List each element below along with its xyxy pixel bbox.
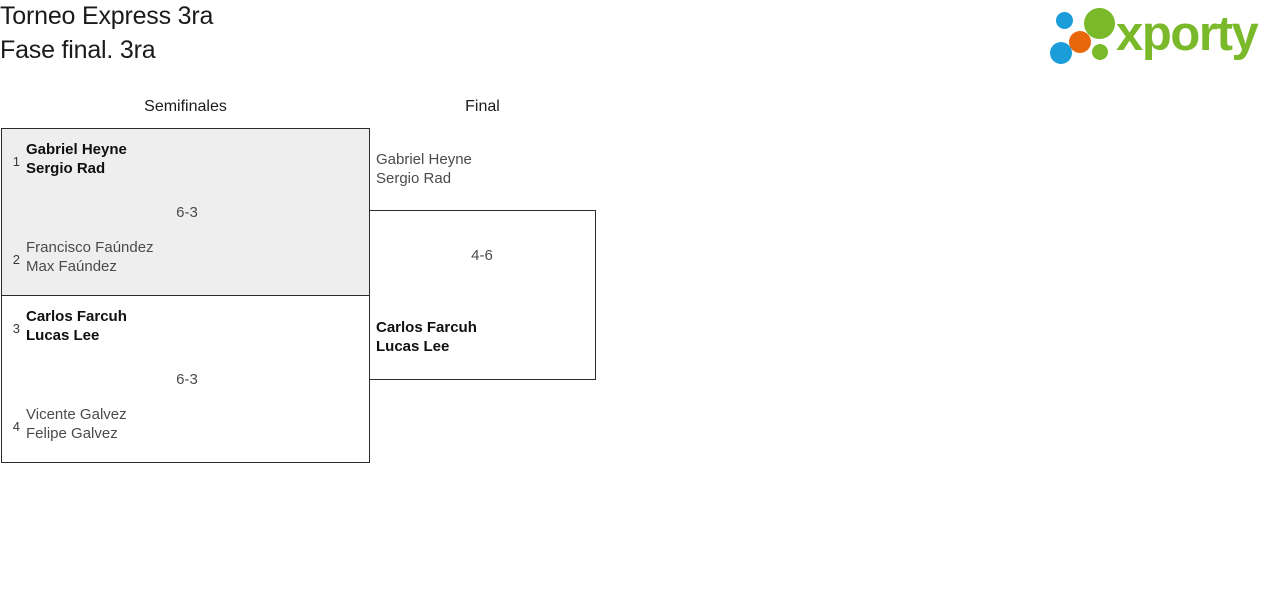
page-subtitle: Fase final. 3ra [0, 36, 156, 64]
team-player-2: Max Faúndez [26, 258, 117, 275]
team-player-2: Lucas Lee [26, 327, 100, 344]
team-player-1: Carlos Farcuh [26, 308, 127, 325]
team-player-1: Carlos Farcuh [376, 319, 477, 336]
match-final-score: 4-6 [471, 247, 493, 264]
match-semifinal-1-score: 6-3 [176, 204, 198, 221]
tournament-header: Torneo Express 3ra Fase final. 3ra xport… [0, 0, 1280, 80]
team-player-1: Vicente Galvez [26, 406, 127, 423]
seed-number: 2 [12, 252, 20, 267]
logo-wordmark: xporty [1116, 7, 1259, 61]
logo-dot-blue-small [1056, 12, 1073, 29]
logo-dot-green-small [1092, 44, 1108, 60]
team-player-2: Lucas Lee [376, 338, 450, 355]
semifinals-panel: 1 Gabriel Heyne Sergio Rad 6-3 2 Francis… [1, 128, 370, 463]
team-player-1: Gabriel Heyne [376, 151, 472, 168]
round-header-final: Final [465, 98, 500, 115]
seed-number: 1 [12, 154, 20, 169]
team-player-1: Gabriel Heyne [26, 141, 127, 158]
team-player-2: Sergio Rad [376, 170, 452, 187]
xporty-logo[interactable]: xporty [1048, 4, 1274, 66]
team-player-2: Felipe Galvez [26, 425, 118, 442]
seed-number: 4 [12, 419, 20, 434]
match-semifinal-2[interactable]: 3 Carlos Farcuh Lucas Lee 6-3 4 Vicente … [2, 296, 369, 462]
logo-dot-green-large [1084, 8, 1115, 39]
logo-dot-orange [1069, 31, 1091, 53]
match-semifinal-2-score: 6-3 [176, 371, 198, 388]
logo-dot-blue-medium [1050, 42, 1072, 64]
team-player-1: Francisco Faúndez [26, 239, 154, 256]
match-final[interactable]: 4-6 [369, 210, 596, 380]
seed-number: 3 [12, 321, 20, 336]
page-title: Torneo Express 3ra [0, 2, 214, 30]
round-header-semifinales: Semifinales [144, 98, 227, 115]
match-semifinal-1[interactable]: 1 Gabriel Heyne Sergio Rad 6-3 2 Francis… [2, 129, 369, 296]
team-player-2: Sergio Rad [26, 160, 106, 177]
